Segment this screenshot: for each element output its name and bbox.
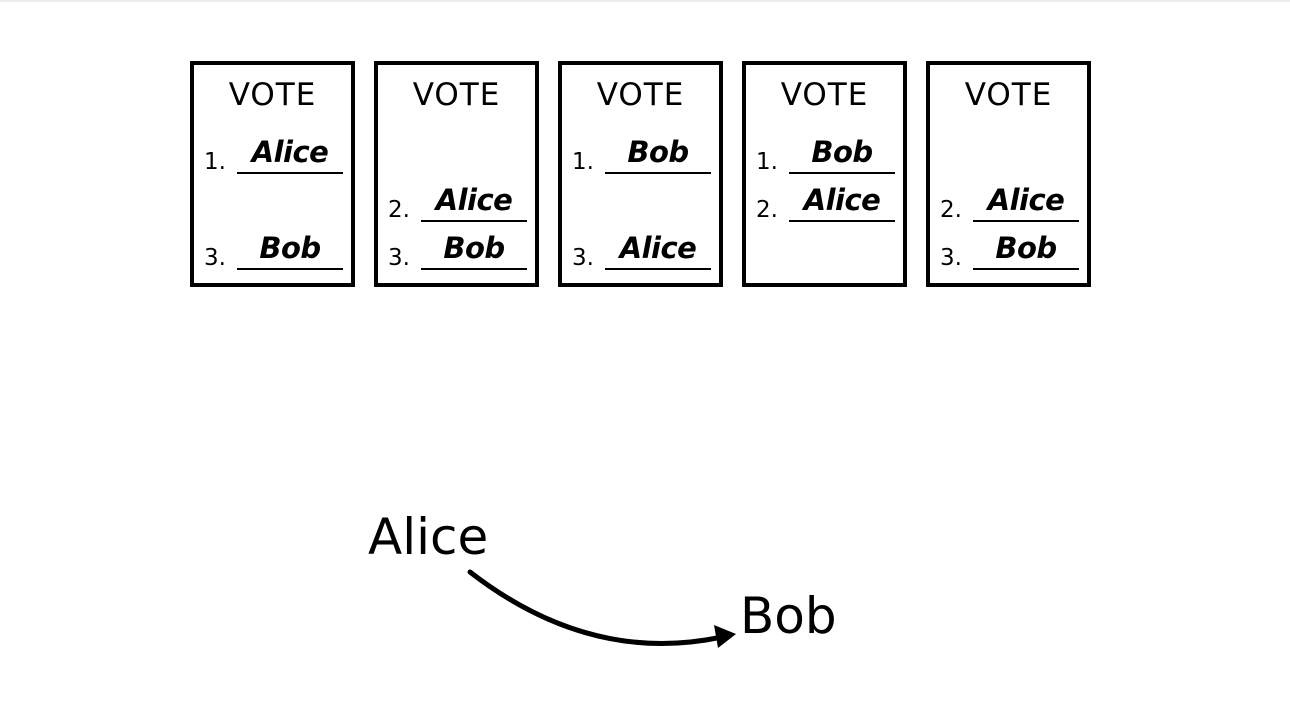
rank-number: 3. <box>572 245 594 271</box>
top-border-line <box>0 0 1290 2</box>
ballot-title: VOTE <box>780 77 869 113</box>
transfer-arrow-curve <box>467 569 725 646</box>
rank-number: 2. <box>388 197 410 223</box>
candidate-name: Bob <box>443 231 505 265</box>
ballot-card: VOTE 1. Alice 3. Bob <box>190 61 355 287</box>
ballot-rule <box>789 172 895 174</box>
candidate-name: Alice <box>987 183 1065 217</box>
ballot-rule <box>421 220 527 222</box>
rank-number: 2. <box>756 197 778 223</box>
candidate-name: Bob <box>259 231 321 265</box>
transfer-arrow-head <box>714 625 736 648</box>
candidate-name: Alice <box>803 183 881 217</box>
rank-number: 3. <box>940 245 962 271</box>
bob-label: Bob <box>740 587 837 645</box>
ballot-title: VOTE <box>964 77 1053 113</box>
ballot-card: VOTE 2. Alice 3. Bob <box>374 61 539 287</box>
ballot-rule <box>973 220 1079 222</box>
candidate-name: Bob <box>811 135 873 169</box>
ballot-rule <box>973 268 1079 270</box>
ballot-rule <box>605 172 711 174</box>
ballot-rule <box>421 268 527 270</box>
alice-label: Alice <box>368 508 489 566</box>
candidate-name: Bob <box>627 135 689 169</box>
ballot-rule <box>237 268 343 270</box>
ballot-title: VOTE <box>228 77 317 113</box>
ballot-card: VOTE 2. Alice 3. Bob <box>926 61 1091 287</box>
rank-number: 1. <box>756 149 778 175</box>
rank-number: 2. <box>940 197 962 223</box>
rank-number: 1. <box>572 149 594 175</box>
ballot-title: VOTE <box>596 77 685 113</box>
ballot-rule <box>605 268 711 270</box>
ballot-title: VOTE <box>412 77 501 113</box>
ballot-card: VOTE 1. Bob 2. Alice <box>742 61 907 287</box>
rank-number: 3. <box>388 245 410 271</box>
candidate-name: Bob <box>995 231 1057 265</box>
rank-number: 1. <box>204 149 226 175</box>
candidate-name: Alice <box>435 183 513 217</box>
candidate-name: Alice <box>619 231 697 265</box>
ballot-rule <box>237 172 343 174</box>
ballot-rule <box>789 220 895 222</box>
ballot-card: VOTE 1. Bob 3. Alice <box>558 61 723 287</box>
candidate-name: Alice <box>251 135 329 169</box>
rank-number: 3. <box>204 245 226 271</box>
